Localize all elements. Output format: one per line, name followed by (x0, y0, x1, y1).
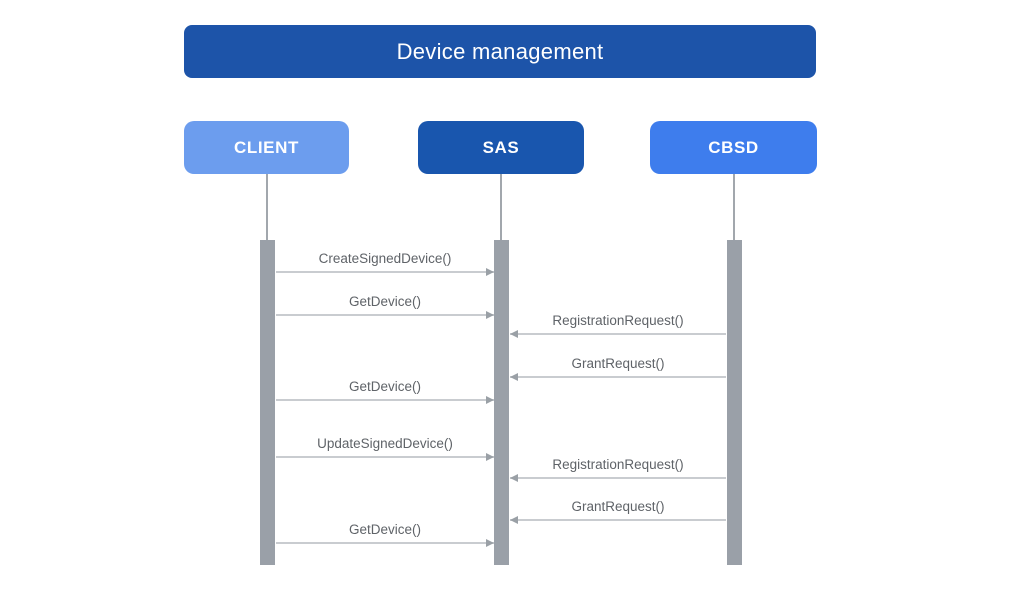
message-label: CreateSignedDevice() (318, 251, 452, 266)
message-line (276, 271, 494, 273)
arrowhead-right-icon (486, 396, 494, 404)
message-line (276, 314, 494, 316)
activation-bar-cbsd (727, 240, 742, 565)
activation-bar-client (260, 240, 275, 565)
message-label: RegistrationRequest() (552, 313, 684, 328)
message-label: RegistrationRequest() (552, 457, 684, 472)
message-line (510, 477, 726, 479)
message-line (276, 399, 494, 401)
diagram-title: Device management (184, 25, 816, 78)
arrowhead-left-icon (510, 516, 518, 524)
message-label: GetDevice() (348, 379, 421, 394)
activation-bar-sas (494, 240, 509, 565)
message-label: GrantRequest() (571, 499, 665, 514)
arrowhead-right-icon (486, 539, 494, 547)
actor-cbsd-box: CBSD (650, 121, 817, 174)
arrowhead-left-icon (510, 373, 518, 381)
message-line (510, 333, 726, 335)
lifeline-sas (500, 174, 502, 240)
message-label: GrantRequest() (571, 356, 665, 371)
arrowhead-right-icon (486, 311, 494, 319)
arrowhead-left-icon (510, 330, 518, 338)
actor-sas-box: SAS (418, 121, 584, 174)
message-line (510, 519, 726, 521)
lifeline-cbsd (733, 174, 735, 240)
message-line (276, 456, 494, 458)
lifeline-client (266, 174, 268, 240)
message-line (276, 542, 494, 544)
message-label: UpdateSignedDevice() (317, 436, 453, 451)
message-label: GetDevice() (348, 522, 421, 537)
actor-client-box: CLIENT (184, 121, 349, 174)
arrowhead-left-icon (510, 474, 518, 482)
message-line (510, 376, 726, 378)
message-label: GetDevice() (348, 294, 421, 309)
arrowhead-right-icon (486, 453, 494, 461)
arrowhead-right-icon (486, 268, 494, 276)
